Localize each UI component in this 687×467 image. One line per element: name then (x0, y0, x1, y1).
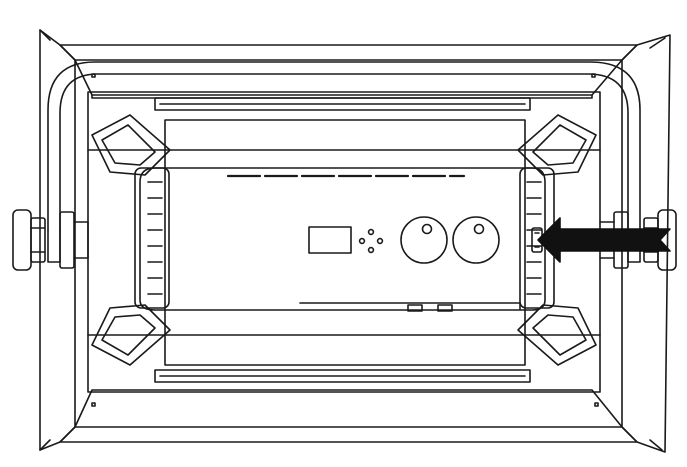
corner-handle-top-left (91, 114, 171, 176)
lcd-display (308, 226, 352, 254)
left-rotary-dial (400, 216, 448, 264)
bottom-barn-door (59, 389, 638, 443)
corner-handle-bottom-right (517, 304, 597, 366)
left-yoke-knob (12, 209, 89, 271)
fixture-housing (87, 91, 601, 393)
menu-buttons (358, 228, 384, 254)
left-side-fins (134, 167, 170, 309)
top-barn-door (59, 44, 638, 99)
arrow-left-icon (537, 217, 671, 263)
right-rotary-dial (452, 216, 500, 264)
rear-control-panel (139, 167, 546, 312)
corner-handle-top-right (517, 114, 597, 176)
right-barn-door (621, 34, 671, 453)
left-barn-door (39, 29, 76, 451)
corner-handle-bottom-left (91, 304, 171, 366)
